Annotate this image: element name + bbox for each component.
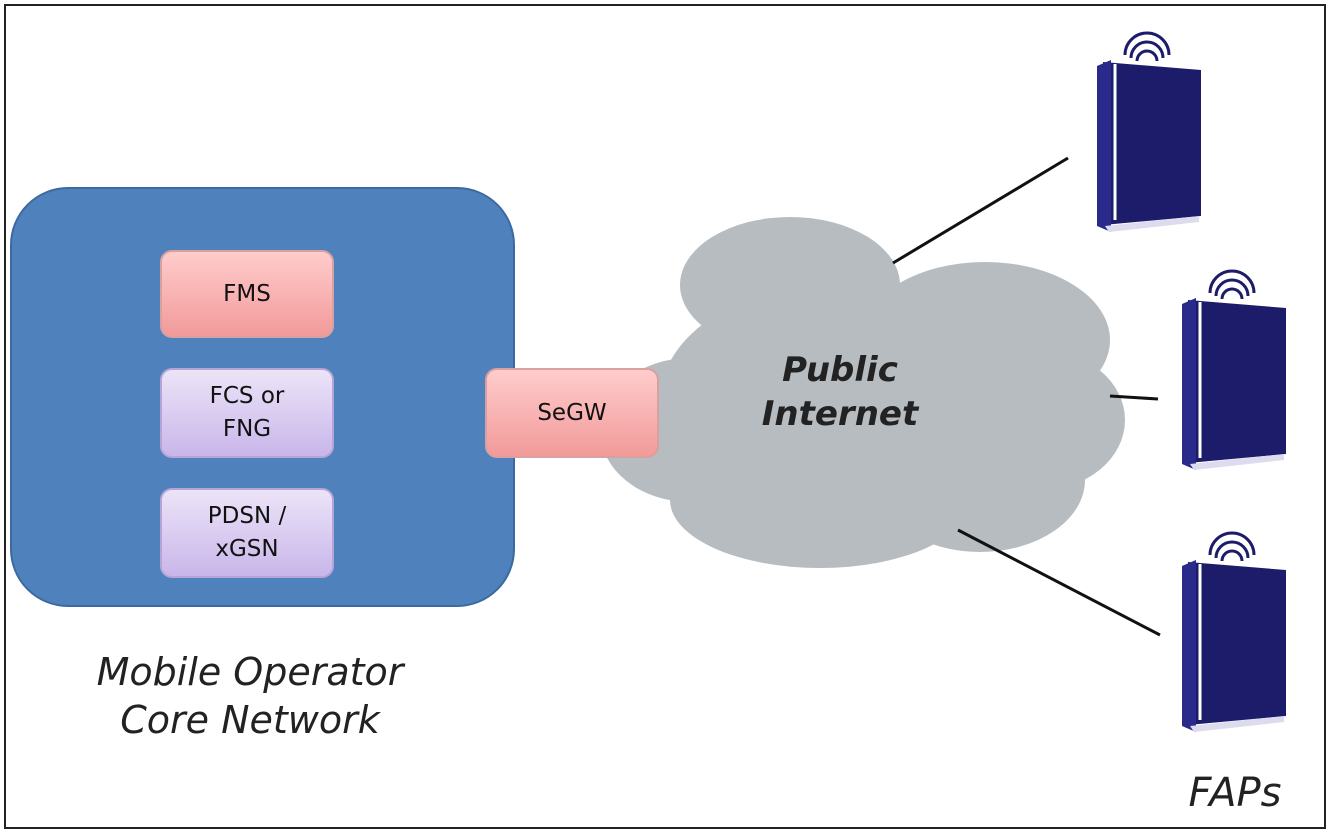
fap-device-1 (1097, 31, 1201, 232)
segw-node: SeGW (485, 368, 659, 458)
core-network-label: Mobile Operator Core Network (96, 650, 404, 742)
fms-node: FMS (160, 250, 334, 338)
diagram-frame (4, 4, 1326, 829)
link-fap-3 (957, 528, 1161, 637)
faps-label: FAPs (1188, 770, 1282, 816)
link-fap-1 (892, 156, 1069, 265)
connection-lines (892, 156, 1161, 637)
pdsn-xgsn-node: PDSN / xGSN (160, 488, 334, 578)
public-internet-label: Public Internet (761, 350, 919, 434)
fap-device-3 (1182, 531, 1286, 732)
link-fap-2 (1109, 394, 1159, 401)
fap-device-2 (1182, 269, 1286, 470)
fcs-fng-node: FCS or FNG (160, 368, 334, 458)
